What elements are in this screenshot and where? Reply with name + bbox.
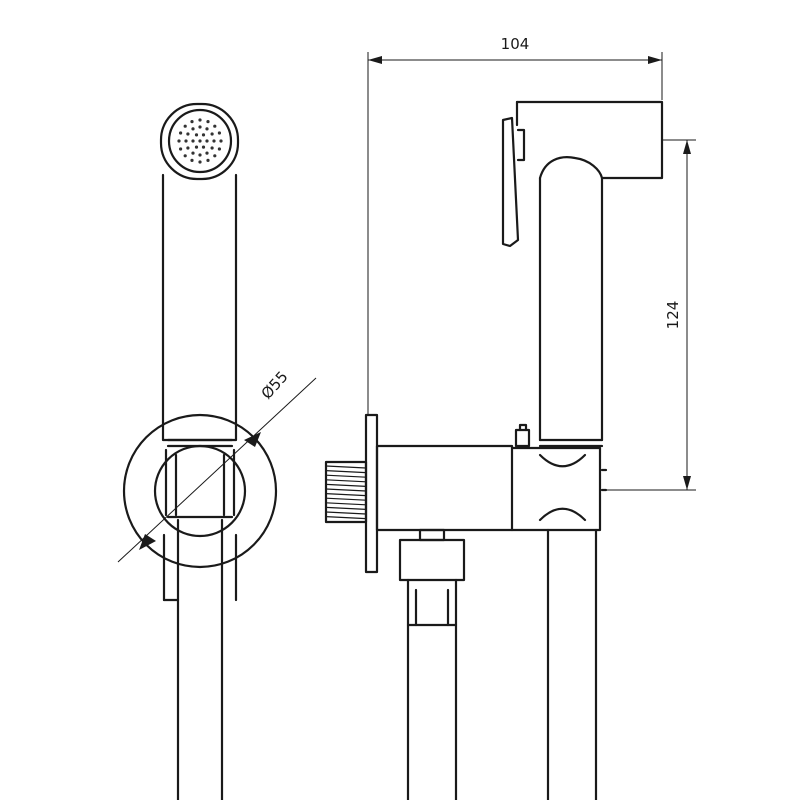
holder-side [510, 446, 608, 532]
spray-head-face [159, 102, 240, 181]
spray-hole [179, 131, 183, 135]
handle-body-side [538, 176, 604, 442]
side-view: 104 124 [324, 35, 696, 800]
wall-flange [364, 413, 379, 574]
thread-line [325, 516, 367, 520]
diameter-dimension-label: Ø55 [258, 368, 292, 403]
thread-line [325, 511, 367, 515]
hose-outlet [398, 528, 466, 800]
hose-front [176, 518, 224, 800]
spray-hole [191, 127, 195, 131]
spray-hole [198, 160, 202, 164]
spray-head-side [515, 100, 664, 180]
spray-hole [190, 158, 194, 162]
handle-body [161, 173, 238, 442]
spray-hole [217, 147, 221, 151]
thread-line [325, 502, 367, 506]
thread-line [325, 465, 367, 469]
spray-hole [219, 139, 223, 143]
threaded-inlet [324, 460, 368, 524]
spray-hole [206, 158, 210, 162]
thread-line [325, 483, 367, 487]
spray-hole [213, 124, 217, 128]
height-dimension-label: 124 [664, 301, 682, 330]
spray-hole [198, 153, 202, 157]
spray-hole [191, 151, 195, 155]
spray-holes [177, 118, 223, 164]
spray-hole [210, 132, 214, 136]
spray-hole [198, 125, 202, 129]
wall-rosette-outer [122, 413, 278, 569]
spray-hole [217, 131, 221, 135]
spray-hole [205, 151, 209, 155]
spray-hole [190, 120, 194, 124]
thread-line [325, 479, 367, 483]
thread-line [325, 506, 367, 510]
spray-hole [191, 139, 195, 143]
thread-line [325, 493, 367, 497]
valve-body [375, 423, 531, 532]
spray-hole [179, 147, 183, 151]
thread-line [325, 488, 367, 492]
spray-hole [177, 139, 181, 143]
front-view: Ø55 [117, 102, 317, 800]
spray-hole [213, 154, 217, 158]
wall-rosette-inner [153, 444, 247, 538]
spray-hole [183, 124, 187, 128]
thread-line [325, 470, 367, 474]
width-dimension-label: 104 [501, 35, 530, 53]
spray-hole [198, 118, 202, 122]
spray-hole [201, 145, 206, 149]
spray-hole [183, 154, 187, 158]
thread-line [325, 474, 367, 478]
spray-hole [186, 146, 190, 150]
spray-hole [210, 146, 214, 150]
trigger-lever [501, 116, 520, 248]
spray-hole [206, 120, 210, 124]
spray-hole [198, 139, 202, 143]
spray-hole [205, 127, 209, 131]
spray-hole [205, 139, 209, 143]
spray-hole [186, 132, 190, 136]
spray-hole [201, 133, 206, 137]
hose-side [546, 528, 598, 800]
spray-hole [194, 145, 199, 149]
spray-hole [212, 139, 216, 143]
spray-hole [184, 139, 188, 143]
thread-line [325, 497, 367, 501]
spray-hole [194, 133, 199, 137]
